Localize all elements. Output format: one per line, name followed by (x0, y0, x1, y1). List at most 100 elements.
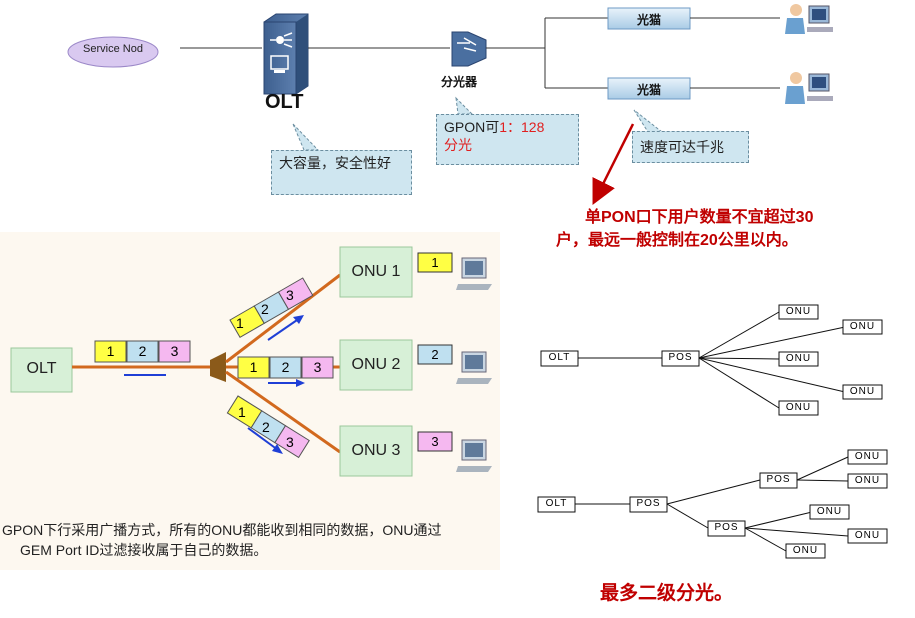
callout-splitter: GPON可1：128 分光 (436, 114, 579, 165)
topo2-fanout (744, 456, 849, 552)
onu-1-label: ONU 1 (351, 263, 401, 280)
topo2-onu-box (847, 528, 888, 544)
topo1-onu-box (778, 351, 819, 367)
topo1-onu-label: ONU (849, 321, 876, 332)
summary-text: 最多二级分光。 (600, 582, 734, 604)
computer-icon-3 (456, 439, 492, 472)
topo1-onu-box (842, 384, 883, 400)
packet-label-2: 2 (138, 343, 147, 359)
topo1-onu-label: ONU (785, 402, 812, 413)
branch-2-label-2: 2 (281, 359, 290, 375)
broadcast-panel-bg (0, 232, 500, 570)
topo1-onu-label: ONU (785, 353, 812, 364)
topo2-pos-root-label: POS (636, 498, 661, 509)
broadcast-caption-line-2: GEM Port ID过滤接收属于自己的数据。 (20, 542, 268, 558)
callout-olt-tail (292, 123, 320, 151)
branch-2-label-3: 3 (313, 359, 322, 375)
topo2-onu-label: ONU (854, 475, 881, 486)
branch-1-label-1: 1 (236, 315, 244, 331)
received-packet-2 (417, 344, 453, 365)
topo2-onu-box (847, 449, 888, 465)
branch-2-packet-pink (301, 356, 334, 379)
warning-line-2: 户，最远一般控制在20公里以内。 (556, 232, 798, 249)
packet-pink (158, 340, 191, 363)
fiber-splitter (210, 352, 226, 382)
topo2-pos-b-label: POS (714, 522, 739, 533)
topo2-pos-a-label: POS (766, 474, 791, 485)
callout-splitter-prefix: GPON可 (444, 119, 500, 135)
user-computer-icon-2 (785, 72, 833, 104)
topo2-onu-label: ONU (854, 530, 881, 541)
topo2-onu-box (809, 504, 850, 520)
branch-2-packet-blue (269, 356, 302, 379)
packet-label-3: 3 (170, 343, 179, 359)
topo2-onu-box (847, 473, 888, 489)
topo1-onu-label: ONU (849, 386, 876, 397)
warning-line-1: 单PON口下用户数量不宜超过30 (585, 209, 814, 226)
user-computer-icon-1 (785, 4, 833, 34)
branch-lines (544, 17, 608, 89)
service-node-label: Service Nod (83, 43, 143, 55)
broadcast-olt-box (10, 347, 73, 393)
branch-2-packet-yellow (237, 356, 270, 379)
flow-arrow (267, 317, 301, 341)
received-packet-1 (417, 252, 453, 273)
branch-1-packets (229, 277, 314, 339)
topo1-pos-label: POS (668, 352, 693, 363)
topo1-onu-box (778, 400, 819, 416)
callout-splitter-suffix: 分光 (444, 137, 472, 153)
callout-olt: 大容量，安全性好 (271, 150, 412, 195)
broadcast-olt-label: OLT (26, 360, 57, 377)
flow-arrow-head (296, 379, 305, 387)
splitter-label: 分光器 (441, 75, 478, 89)
olt-device-icon (263, 13, 309, 95)
onu-2-label: ONU 2 (351, 356, 401, 373)
received-label-1: 1 (431, 255, 439, 270)
flow-arrow (247, 427, 279, 451)
callout-splitter-ratio: 1：128 (499, 119, 545, 135)
callout-modem-tail (633, 109, 664, 133)
topo2-onu-label: ONU (854, 451, 881, 462)
computer-icon-2 (456, 351, 492, 384)
onu-3-box (339, 425, 413, 477)
onu-3-label: ONU 3 (351, 442, 401, 459)
topo2-onu-label: ONU (816, 506, 843, 517)
topo2-onu-label: ONU (792, 545, 819, 556)
topo1-onu-label: ONU (785, 306, 812, 317)
branch-3-label-2: 2 (262, 419, 270, 435)
topo1-onu-box (842, 319, 883, 335)
olt-label: OLT (265, 91, 304, 113)
fiber-branch-3 (225, 370, 341, 454)
packet-yellow (94, 340, 127, 363)
branch-1-label-3: 3 (286, 287, 294, 303)
branch-1-label-2: 2 (261, 301, 269, 317)
received-label-2: 2 (431, 347, 439, 362)
packet-label-1: 1 (106, 343, 115, 359)
onu-2-box (339, 339, 413, 391)
topo2-link (666, 479, 761, 505)
topo2-onu-box (785, 543, 826, 559)
branch-3-packets (226, 395, 310, 459)
callout-modem: 速度可达千兆 (632, 131, 749, 163)
broadcast-caption-line-1: GPON下行采用广播方式，所有的ONU都能收到相同的数据，ONU通过 (2, 522, 442, 538)
modem-label-1: 光猫 (636, 13, 661, 27)
service-node-ellipse (67, 36, 159, 68)
received-packet-3 (417, 431, 453, 452)
topo1-olt-label: OLT (548, 352, 571, 363)
received-label-3: 3 (431, 434, 439, 449)
warning-arrow (592, 123, 635, 205)
topo1-onu-box (778, 304, 819, 320)
splitter-icon (451, 31, 487, 67)
topo1-fanout (698, 311, 846, 409)
flow-arrow-head (272, 444, 283, 454)
flow-arrow-head (293, 315, 304, 324)
modem-label-2: 光猫 (636, 83, 661, 97)
onu-1-box (339, 246, 413, 298)
branch-3-label-1: 1 (238, 404, 246, 420)
branch-3-label-3: 3 (286, 434, 294, 450)
topo2-olt-label: OLT (545, 498, 568, 509)
packet-blue (126, 340, 159, 363)
computer-icon-1 (456, 257, 492, 290)
callout-splitter-tail (455, 96, 474, 115)
